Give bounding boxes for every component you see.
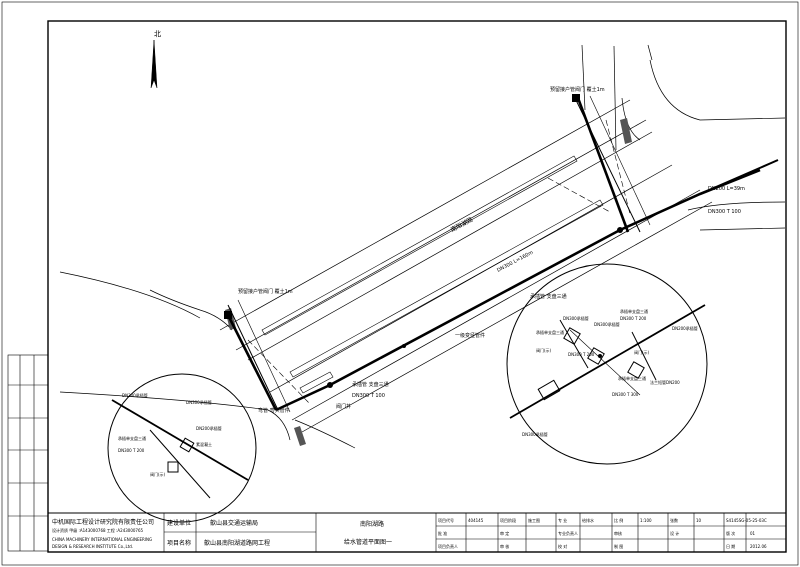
title-block: 中机国际工程设计研究院有限责任公司 设计资质 甲级 :A143000768 工程…: [47, 512, 787, 553]
north-arrow: 北: [150, 30, 161, 89]
drawing-number: S4145SG-05-25-03C: [726, 518, 767, 523]
detail-left-label-6: 素混凝土: [196, 441, 212, 447]
detail-right-label-4: 承插单支盘三通: [536, 329, 564, 335]
detail-right-labels: DN300承插管 承插单支盘三通 DN300 T 200 承插单支盘三通 阀门(…: [522, 308, 698, 437]
tee-note-left: 承插管 支盘三通: [352, 381, 389, 388]
stage-value: 施工图: [528, 517, 540, 523]
north-label: 北: [154, 30, 161, 38]
detail-right-label-7: DN300 T 200: [568, 352, 595, 357]
scale-label: 比 例: [614, 517, 623, 523]
pipe-left-size: DN300 T 100: [352, 393, 385, 399]
pm-label: 项目负责人: [438, 543, 458, 549]
company-name-en-1: CHINA MACHINERY INTERNATIONAL ENGINEERIN…: [52, 537, 152, 542]
stage-label: 项目阶段: [500, 517, 516, 523]
detail-left-label-7: DN200承插管: [196, 425, 222, 431]
date-value: 2012.06: [750, 544, 767, 549]
company-name-cn: 中机国际工程设计研究院有限责任公司: [52, 518, 154, 526]
pro-lead-label: 专业负责人: [558, 530, 578, 536]
scale-value: 1:100: [640, 518, 652, 523]
drawing-title-2: 给水管道平面图一: [344, 538, 392, 546]
bend-note: 弯管 弯头管件: [258, 407, 290, 414]
detail-right-label-12: DN300承插管: [522, 431, 548, 437]
tee-note-upper: 承插管 支盘三通: [530, 293, 567, 300]
drawing-title-1: 南阳湖路: [360, 520, 384, 528]
valve-note: 阀门井: [336, 403, 351, 410]
detail-left-label-2: DN300承插管: [186, 399, 212, 405]
road-name-label: 南阳湖路: [449, 215, 474, 233]
detail-right-label-6: DN300承插管: [594, 321, 620, 327]
draw-label: 制 图: [614, 543, 623, 549]
detail-right-label-1: DN300承插管: [563, 315, 589, 321]
detail-right-label-2: 承插单支盘三通: [620, 308, 648, 314]
build-unit-label: 建设单位: [167, 519, 191, 527]
tap-note-left: 预留接户管阀门 覆土1m: [238, 288, 293, 295]
water-main: [224, 94, 779, 412]
plan-labels: 预留接户管阀门 覆土1m 预留接户管阀门 覆土1m 承插管 支盘三通 承插管 支…: [238, 86, 745, 414]
detail-right-label-9: 承插单支盘三通: [618, 375, 646, 381]
detail-right-label-5: 阀门(示): [536, 347, 552, 353]
reducer-note: 一级变径管件: [455, 332, 485, 339]
detail-left-label-3: DN300 T 200: [118, 448, 145, 453]
proj-no-label: 项目代号: [438, 517, 454, 523]
version-value: 01: [750, 531, 756, 536]
left-binding-strip: [7, 354, 49, 552]
detail-right: [506, 263, 708, 465]
detail-left-label-4: 承插单支盘三通: [118, 435, 146, 441]
detail-left-label-1: DN300承插管: [122, 392, 148, 398]
pipe-right-end-size: DN200 L=39m: [708, 186, 745, 192]
sheets-value: 10: [696, 518, 702, 523]
proof-label: 校 对: [558, 543, 567, 549]
date-label: 日 期: [726, 543, 735, 549]
detail-right-label-10: 法兰短管DN200: [650, 379, 680, 385]
version-label: 版 次: [726, 530, 735, 536]
detail-right-label-8: DN200承插管: [672, 325, 698, 331]
check-label: 审核: [614, 530, 622, 536]
project-name-label: 项目名称: [167, 539, 191, 547]
tap-note-top: 预留接户管阀门 覆土1m: [550, 86, 605, 93]
approve-label: 批 准: [438, 530, 447, 536]
proj-no-value: 404145: [468, 518, 484, 523]
build-unit-value: 歙山县交通运输局: [210, 519, 258, 527]
pipe-right-end-size2: DN300 T 100: [708, 209, 741, 215]
discipline-label: 专 业: [558, 517, 567, 523]
review-label: 审 定: [500, 530, 509, 536]
audit-label: 审 核: [500, 543, 509, 549]
detail-left: [107, 373, 257, 523]
detail-right-label-3: DN300 T 200: [620, 316, 647, 321]
company-cert: 设计资质 甲级 :A143000768 工程 :A243000765: [52, 527, 144, 533]
design-label: 设 计: [670, 530, 679, 536]
sheets-label: 张数: [670, 517, 678, 523]
company-name-en-2: DESIGN & RESEARCH INSTITUTE Co.,Ltd.: [52, 544, 133, 549]
detail-right-label-11: DN300 T 300: [612, 392, 639, 397]
detail-right-label-13: 阀门(示): [634, 349, 650, 355]
road-corridor: [59, 44, 786, 449]
project-name-value: 歙山县南阳湖道路网工程: [204, 539, 270, 547]
detail-left-labels: DN300承插管 DN300承插管 DN300 T 200 承插单支盘三通 阀门…: [118, 392, 222, 477]
discipline-value: 给排水: [582, 517, 594, 523]
detail-left-label-5: 阀门(示): [150, 471, 166, 477]
